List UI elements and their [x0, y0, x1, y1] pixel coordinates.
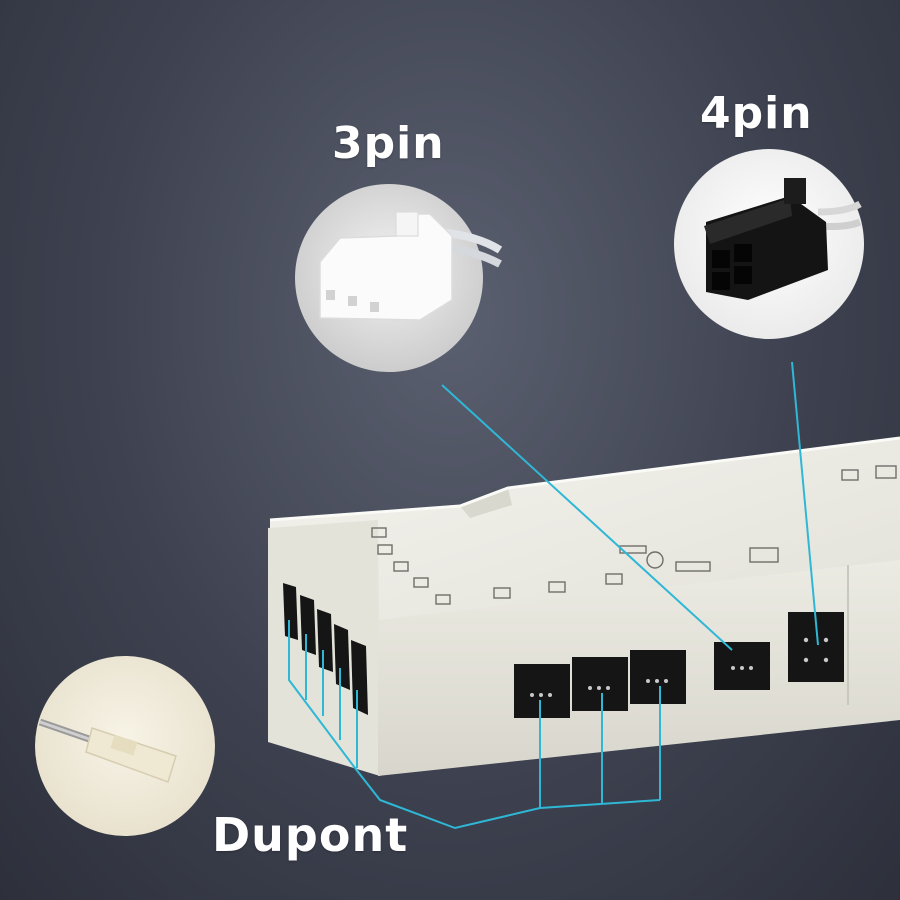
- front-3pin-ports: [514, 650, 686, 718]
- left-end-ports: [283, 583, 368, 715]
- hub-body: [268, 436, 900, 776]
- label-3pin: 3pin: [332, 118, 445, 169]
- printed-marks: [371, 465, 897, 605]
- label-dupont: Dupont: [212, 808, 409, 862]
- callout-4pin-circle: [674, 149, 864, 339]
- leader-lines: [288, 361, 819, 830]
- callout-dupont-circle: [35, 656, 215, 836]
- label-4pin: 4pin: [700, 88, 813, 139]
- front-small-port: [714, 642, 770, 690]
- callout-3pin-circle: [295, 184, 503, 372]
